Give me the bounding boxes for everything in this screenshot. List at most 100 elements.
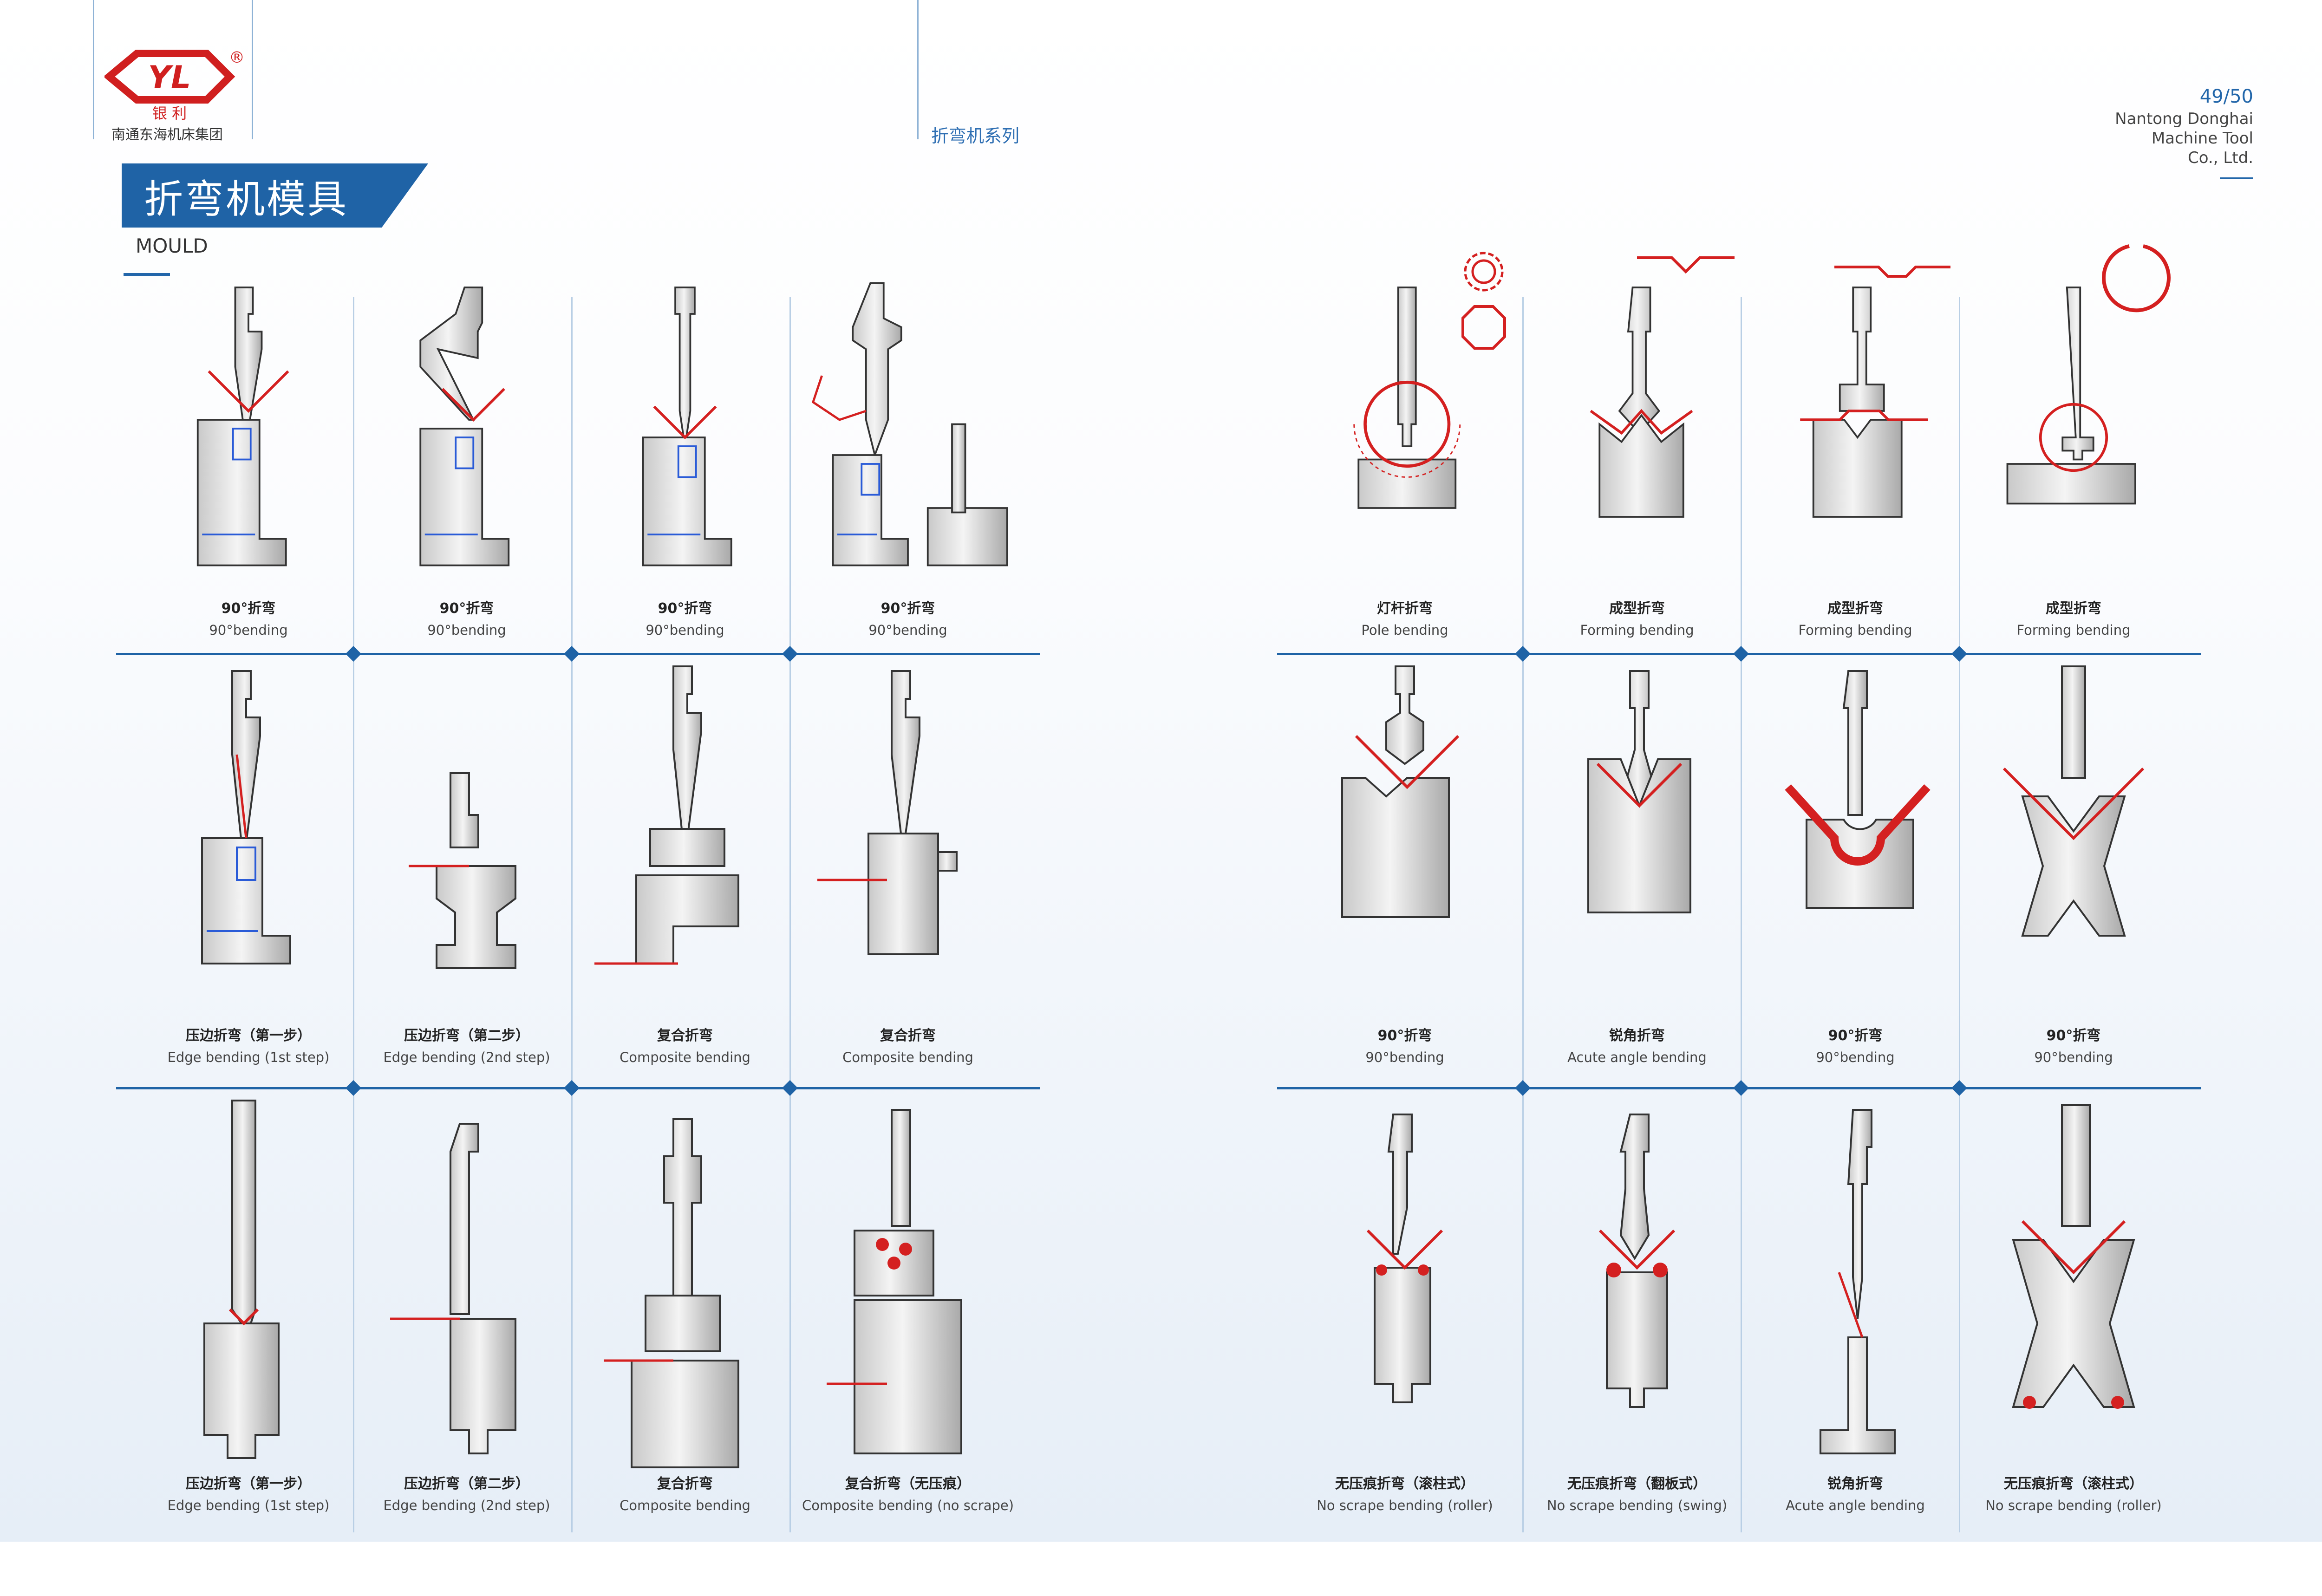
left-col-line-1 bbox=[353, 297, 354, 1532]
forming-bending-icon bbox=[1590, 287, 1693, 518]
mould-caption-cn: 复合折弯 bbox=[880, 1028, 936, 1044]
page-number: 49/50 bbox=[2199, 86, 2253, 107]
title-banner bbox=[122, 163, 428, 228]
mould-caption-cn: 90°折弯 bbox=[439, 600, 494, 617]
page-number-underline bbox=[2220, 177, 2253, 179]
mould-caption-en: 90°bending bbox=[427, 622, 506, 638]
mould-item: 90°折弯 90°bending bbox=[576, 279, 794, 645]
company-name-en: Nantong Donghai Machine Tool Co., Ltd. bbox=[2115, 110, 2253, 167]
mould-item: 灯杆折弯 Pole bending bbox=[1296, 279, 1514, 645]
mould-caption-en: 90°bending bbox=[1365, 1049, 1444, 1065]
mould-caption-cn: 灯杆折弯 bbox=[1377, 600, 1433, 617]
mould-caption-cn: 锐角折弯 bbox=[1609, 1028, 1665, 1044]
right-col-line-3 bbox=[1959, 297, 1960, 1532]
radius-90-icon bbox=[1785, 670, 1931, 909]
composite-bending-2-icon bbox=[817, 670, 958, 955]
mould-caption-en: Pole bending bbox=[1361, 622, 1448, 638]
hat-profile-icon bbox=[1834, 266, 1950, 278]
mould-item: 90°折弯 90°bending bbox=[139, 279, 358, 645]
series-title: 折弯机系列 bbox=[931, 126, 1020, 146]
mould-caption-en: Composite bending bbox=[620, 1049, 750, 1065]
gear-profile-icon bbox=[1464, 252, 1504, 292]
composite-no-scrape-icon bbox=[827, 1109, 962, 1454]
narrow-punch-90-icon bbox=[642, 287, 732, 567]
ring-profile-icon bbox=[2102, 244, 2171, 313]
mould-caption-cn: 成型折弯 bbox=[1609, 600, 1665, 617]
mould-item: 复合折弯 Composite bending bbox=[576, 1096, 794, 1521]
mould-caption-cn: 复合折弯（无压痕） bbox=[845, 1476, 971, 1492]
company-logo: YL ® 银 利 bbox=[104, 48, 244, 122]
hemming-step1-icon bbox=[201, 670, 291, 964]
mould-caption-cn: 压边折弯（第二步） bbox=[404, 1028, 529, 1044]
mould-item: 压边折弯（第二步） Edge bending (2nd step) bbox=[358, 662, 576, 1073]
hemming-step2-icon bbox=[409, 772, 516, 969]
vdie-90-icon bbox=[1341, 665, 1460, 918]
mould-caption-cn: 压边折弯（第二步） bbox=[404, 1476, 529, 1492]
mould-item: 成型折弯 Forming bending bbox=[1528, 279, 1746, 645]
forming-bending-2-icon bbox=[1800, 287, 1928, 518]
company-name-cn: 南通东海机床集团 bbox=[111, 127, 223, 143]
mould-item: 90°折弯 90°bending bbox=[1746, 662, 1964, 1073]
mould-caption-cn: 无压痕折弯（滚柱式） bbox=[1335, 1476, 1474, 1492]
gooseneck-punch-90-icon bbox=[419, 287, 510, 567]
mould-caption-cn: 复合折弯 bbox=[657, 1028, 713, 1044]
forming-bending-round-icon bbox=[2006, 287, 2136, 505]
mould-caption-en: No scrape bending (swing) bbox=[1546, 1498, 1728, 1513]
hemming-step2-b-icon bbox=[390, 1123, 516, 1454]
mould-caption-en: Acute angle bending bbox=[1786, 1498, 1925, 1513]
mould-caption-cn: 90°折弯 bbox=[1377, 1028, 1432, 1044]
gooseneck-multi-die-icon bbox=[811, 282, 1008, 567]
x-roller-no-scrape-icon bbox=[2012, 1104, 2135, 1409]
mould-caption-cn: 90°折弯 bbox=[658, 600, 712, 617]
mould-item: 90°折弯 90°bending bbox=[799, 279, 1017, 645]
logo-text: YL bbox=[148, 59, 191, 96]
mould-item: 无压痕折弯（滚柱式）No scrape bending (roller) bbox=[1964, 1096, 2183, 1521]
mould-caption-cn: 锐角折弯 bbox=[1827, 1476, 1883, 1492]
mould-caption-en: Forming bending bbox=[1798, 622, 1912, 638]
mould-caption-en: Composite bending bbox=[620, 1498, 750, 1513]
mould-caption-en: Forming bending bbox=[1580, 622, 1694, 638]
right-col-line-1 bbox=[1522, 297, 1524, 1532]
mould-caption-cn: 90°折弯 bbox=[881, 600, 935, 617]
mould-caption-cn: 压边折弯（第一步） bbox=[186, 1476, 311, 1492]
mould-caption-cn: 90°折弯 bbox=[221, 600, 276, 617]
pole-bending-icon bbox=[1353, 287, 1461, 509]
mould-item: 无压痕折弯（滚柱式）No scrape bending (roller) bbox=[1296, 1096, 1514, 1521]
composite-bending-icon bbox=[594, 665, 739, 965]
mould-item: 压边折弯（第二步） Edge bending (2nd step) bbox=[358, 1096, 576, 1521]
mould-caption-en: Edge bending (2nd step) bbox=[383, 1049, 550, 1065]
mould-item: 压边折弯（第一步）Edge bending (1st step) bbox=[139, 662, 358, 1073]
octagon-profile-icon bbox=[1461, 305, 1506, 350]
subtitle-underline bbox=[124, 273, 170, 276]
left-col-line-3 bbox=[789, 297, 791, 1532]
mould-caption-cn: 90°折弯 bbox=[1828, 1028, 1883, 1044]
mould-caption-en: 90°bending bbox=[209, 622, 288, 638]
mould-caption-en: Forming bending bbox=[2016, 622, 2131, 638]
mould-item: 90°折弯 90°bending bbox=[1296, 662, 1514, 1073]
section-subtitle: MOULD bbox=[136, 235, 208, 257]
mould-item: 锐角折弯 Acute angle bending bbox=[1528, 662, 1746, 1073]
swing-no-scrape-icon bbox=[1598, 1114, 1676, 1408]
mould-caption-en: Edge bending (2nd step) bbox=[383, 1498, 550, 1513]
mould-caption-en: 90°bending bbox=[1816, 1049, 1895, 1065]
mould-caption-en: Acute angle bending bbox=[1567, 1049, 1707, 1065]
mould-caption-en: 90°bending bbox=[868, 622, 947, 638]
mould-item: 压边折弯（第一步） Edge bending (1st step) bbox=[139, 1096, 358, 1521]
mould-caption-en: Edge bending (1st step) bbox=[167, 1498, 330, 1513]
header-rule-2 bbox=[252, 0, 253, 139]
mould-caption-cn: 复合折弯 bbox=[657, 1476, 713, 1492]
header-rule-1 bbox=[93, 0, 94, 139]
mould-caption-cn: 90°折弯 bbox=[2046, 1028, 2101, 1044]
mould-caption-cn: 成型折弯 bbox=[1827, 600, 1883, 617]
mould-item: 90°折弯 90°bending bbox=[358, 279, 576, 645]
mould-caption-en: Composite bending bbox=[842, 1049, 973, 1065]
mould-item: 复合折弯 Composite bending bbox=[576, 662, 794, 1073]
mould-caption-en: 90°bending bbox=[646, 622, 724, 638]
mould-item: 成型折弯 Forming bending bbox=[1746, 279, 1964, 645]
page-background bbox=[0, 0, 2322, 1542]
hemming-step1-b-icon bbox=[203, 1100, 280, 1459]
mould-caption-cn: 无压痕折弯（滚柱式） bbox=[2004, 1476, 2143, 1492]
mould-caption-cn: 压边折弯（第一步） bbox=[186, 1028, 311, 1044]
